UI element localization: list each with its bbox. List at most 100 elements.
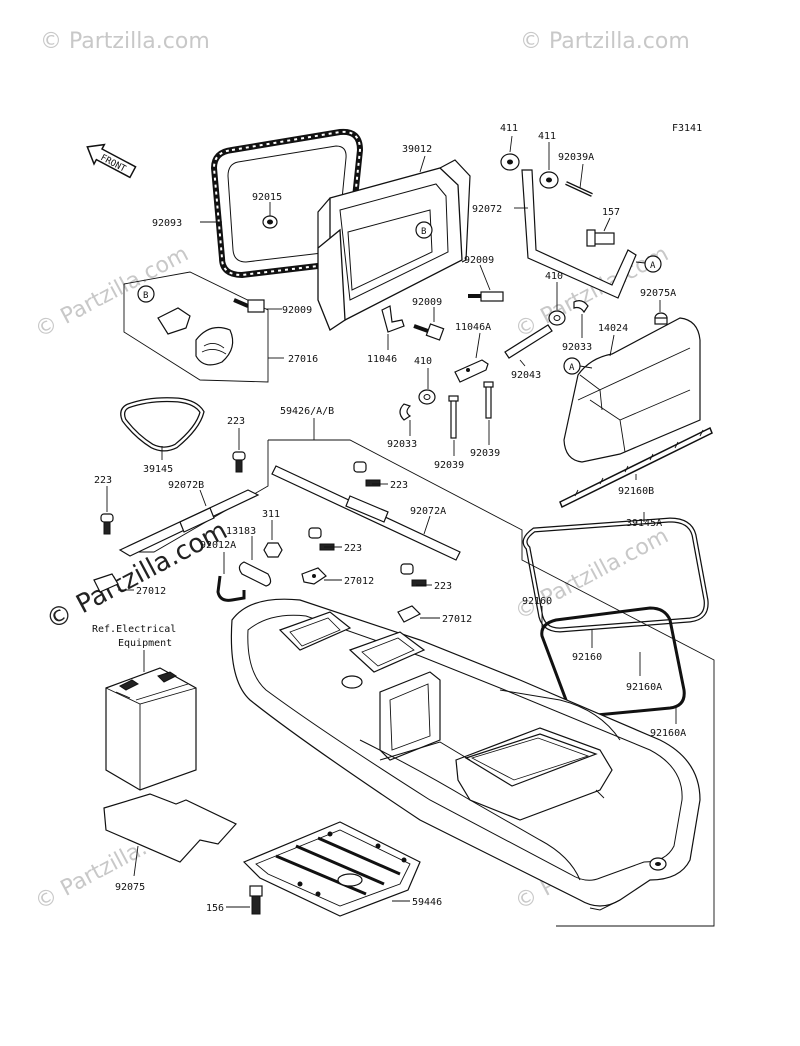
washer-411 [500, 153, 520, 171]
hatch-cover-14024 [563, 317, 701, 463]
strap-92072a [271, 465, 461, 561]
clip-27012 [93, 573, 119, 593]
label-410-a: 410 [414, 356, 432, 367]
label-92015: 92015 [252, 192, 282, 203]
label-92012A: 92012A [200, 540, 236, 551]
label-92093: 92093 [152, 218, 182, 229]
label-92009-a: 92009 [464, 255, 494, 266]
label-92033-b: 92033 [562, 342, 592, 353]
label-411-b: 411 [538, 131, 556, 142]
label-156: 156 [206, 903, 224, 914]
storage-bin-39012 [317, 159, 471, 331]
battery-icon [105, 667, 197, 791]
label-13183: 13183 [226, 526, 256, 537]
callout-b-circle [415, 221, 433, 239]
label-92033-a: 92033 [387, 439, 417, 450]
callout-a: A [569, 363, 575, 373]
washer-410 [418, 389, 436, 405]
nut-311 [263, 542, 283, 558]
bolt-156 [249, 885, 263, 915]
label-39145A: 39145A [626, 518, 662, 529]
rod-92043 [504, 324, 553, 359]
watercraft-hull [230, 598, 701, 911]
screw-223 [400, 563, 427, 587]
label-92160B: 92160B [618, 486, 654, 497]
label-92160A-b: 92160A [650, 728, 686, 739]
label-223-e: 223 [434, 581, 452, 592]
callout-b: B [143, 291, 148, 301]
label-223-d: 223 [344, 543, 362, 554]
label-92075: 92075 [115, 882, 145, 893]
label-92160A-a: 92160A [626, 682, 662, 693]
strap-92072b [118, 489, 260, 557]
bolt-92009 [233, 298, 265, 313]
watermark: © Partzilla.com [520, 29, 690, 54]
screw-223 [232, 451, 246, 473]
label-92039-a: 92039 [434, 460, 464, 471]
plate-13183 [238, 561, 272, 587]
label-27012-c: 27012 [442, 614, 472, 625]
strap-92072 [521, 169, 637, 299]
plug-92015 [262, 215, 278, 229]
callout-a-circle [644, 255, 662, 273]
label-11046A: 11046A [455, 322, 491, 333]
label-92160-a: 92160 [522, 596, 552, 607]
label-223-b: 223 [94, 475, 112, 486]
screw-223 [353, 461, 381, 487]
clip-27012 [397, 605, 422, 623]
label-411-a: 411 [500, 123, 518, 134]
pin-92039a [565, 181, 593, 197]
bolt-92009 [468, 291, 504, 302]
label-92039A: 92039A [558, 152, 594, 163]
bolt-157 [586, 229, 615, 247]
clip-92033 [399, 403, 412, 421]
washer-411 [539, 171, 559, 189]
label-39012: 39012 [402, 144, 432, 155]
ref-electrical-line2: Equipment [118, 638, 172, 649]
label-92072A: 92072A [410, 506, 446, 517]
clip-27012 [301, 567, 327, 585]
label-92043: 92043 [511, 370, 541, 381]
label-59426: 59426/A/B [280, 406, 334, 417]
gasket-39145a [522, 517, 709, 633]
figure-code: F3141 [672, 123, 702, 134]
label-410-b: 410 [545, 271, 563, 282]
watermark-dark: © Partzilla.com [41, 515, 232, 636]
callout-a: A [650, 261, 656, 271]
mat-92075 [103, 793, 237, 863]
label-27012-a: 27012 [136, 586, 166, 597]
label-223-a: 223 [227, 416, 245, 427]
label-27012-b: 27012 [344, 576, 374, 587]
callout-b: B [421, 227, 426, 237]
pin-92039 [483, 381, 494, 419]
pin-92039 [448, 395, 459, 439]
washer-410 [548, 310, 566, 326]
label-92072B: 92072B [168, 480, 204, 491]
clip-92033 [573, 300, 589, 314]
label-92009-b: 92009 [412, 297, 442, 308]
label-92075A: 92075A [640, 288, 676, 299]
grill-59446 [242, 821, 421, 917]
label-157: 157 [602, 207, 620, 218]
label-27016: 27016 [288, 354, 318, 365]
bracket-11046a [454, 359, 489, 383]
gasket-39145 [120, 397, 205, 452]
label-92072: 92072 [472, 204, 502, 215]
label-59446: 59446 [412, 897, 442, 908]
label-311: 311 [262, 509, 280, 520]
label-14024: 14024 [598, 323, 628, 334]
label-92039-b: 92039 [470, 448, 500, 459]
latch-assembly-27016: B [123, 271, 269, 383]
label-39145: 39145 [143, 464, 173, 475]
front-arrow-icon: FRONT [86, 143, 137, 179]
seal-strip-92160b [559, 426, 713, 509]
callout-a-circle [563, 357, 581, 375]
label-92160-b: 92160 [572, 652, 602, 663]
screw-223 [100, 513, 114, 535]
bolt-92009 [413, 323, 445, 341]
label-223-c: 223 [390, 480, 408, 491]
watermark: © Partzilla.com [40, 29, 210, 54]
label-11046: 11046 [367, 354, 397, 365]
